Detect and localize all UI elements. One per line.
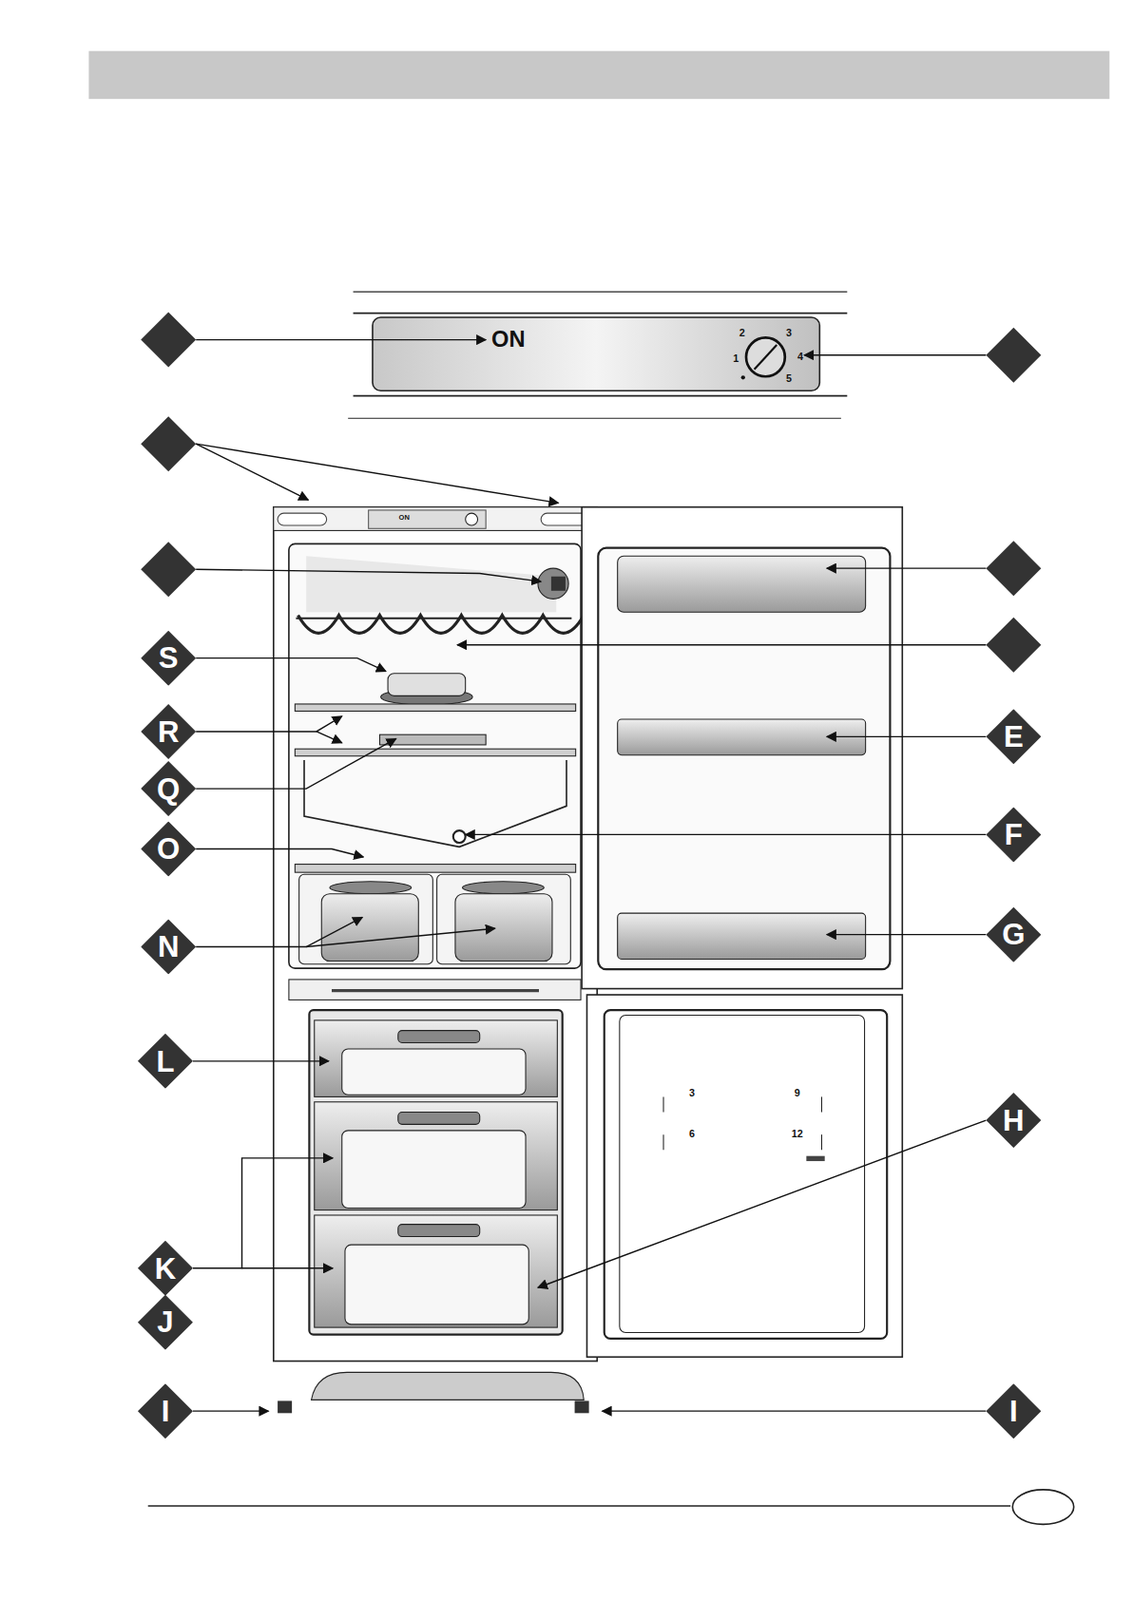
storage-months: 12: [791, 1130, 804, 1141]
callout-letter: E: [985, 709, 1041, 765]
panel-text: ON: [399, 514, 410, 522]
callout-diamond: N: [140, 920, 196, 976]
callout-letter: I: [985, 1383, 1041, 1440]
storage-months: 3: [689, 1089, 695, 1100]
callout-diamond: I: [137, 1383, 193, 1440]
callout-letter: I: [137, 1383, 193, 1440]
callout-diamond: H: [985, 1093, 1041, 1149]
callout-letter: O: [140, 821, 196, 877]
callout-letter: L: [137, 1034, 193, 1090]
dial-number: 5: [786, 373, 792, 385]
dial-number: 2: [739, 328, 746, 340]
callout-letter: R: [140, 704, 196, 760]
callout-letter: H: [985, 1093, 1041, 1149]
storage-months: 9: [794, 1089, 801, 1100]
callout-letter: K: [137, 1241, 193, 1297]
callout-letter: J: [137, 1295, 193, 1351]
callout-letter: G: [985, 907, 1041, 963]
callout-diamond: R: [140, 704, 196, 760]
callout-letter: F: [985, 806, 1041, 863]
callout-diamond: G: [985, 907, 1041, 963]
callout-diamond: I: [985, 1383, 1041, 1440]
callout-diamond: Q: [140, 761, 196, 817]
callout-diamond: L: [137, 1034, 193, 1090]
callout-diamond: O: [140, 821, 196, 877]
dial-number: 4: [797, 351, 804, 363]
panel-text: ON: [491, 328, 525, 352]
dial-number: 1: [732, 354, 739, 365]
callout-diamond: E: [985, 709, 1041, 765]
callout-letter: N: [140, 920, 196, 976]
callout-letter: S: [140, 631, 196, 687]
dial-number: 3: [786, 328, 792, 340]
callout-diamond: F: [985, 806, 1041, 863]
callout-diamond: K: [137, 1241, 193, 1297]
callout-diamond: S: [140, 631, 196, 687]
callout-letter: Q: [140, 761, 196, 817]
storage-months: 6: [689, 1130, 695, 1141]
callout-diamond: J: [137, 1295, 193, 1351]
